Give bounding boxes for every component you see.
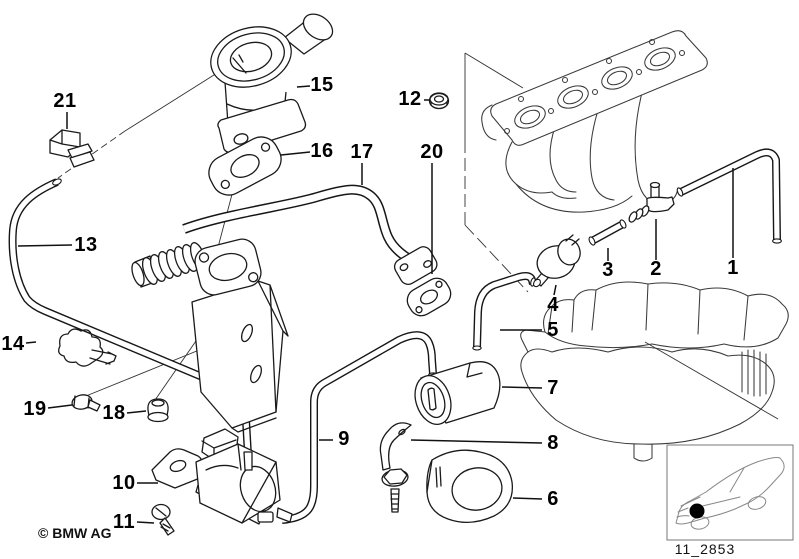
location-marker-dot [689, 503, 705, 519]
callout-10[interactable]: 10 [112, 472, 136, 494]
hose-13 [13, 178, 249, 472]
leader-line-18 [126, 410, 147, 414]
tube-3 [588, 219, 627, 246]
holder-ring-6 [426, 449, 514, 523]
callout-17[interactable]: 17 [350, 141, 374, 163]
callout-21[interactable]: 21 [53, 90, 77, 112]
valve-15 [210, 13, 334, 154]
leader-line-15 [296, 85, 311, 88]
leader-line-19 [47, 404, 73, 409]
leader-line-8 [410, 439, 543, 444]
bolt-19 [71, 394, 101, 412]
leader-line-14 [25, 341, 37, 344]
callout-5[interactable]: 5 [547, 319, 559, 341]
callout-20[interactable]: 20 [420, 141, 444, 163]
callout-12[interactable]: 12 [398, 88, 422, 110]
pipe-17-flange [393, 246, 438, 285]
callout-3[interactable]: 3 [602, 259, 614, 281]
hose-5 [472, 276, 536, 350]
leader-line-6 [512, 497, 543, 500]
leader-line-4 [553, 284, 557, 296]
t-connector-2 [628, 181, 675, 223]
callout-4[interactable]: 4 [547, 294, 559, 316]
filter-4 [533, 234, 581, 288]
callout-8[interactable]: 8 [547, 432, 559, 454]
exhaust-manifold-drawing [481, 30, 708, 213]
callout-15[interactable]: 15 [310, 74, 334, 96]
callout-9[interactable]: 9 [338, 428, 350, 450]
nut-12 [428, 92, 450, 110]
intake-manifold-drawing [520, 281, 789, 462]
callout-2[interactable]: 2 [650, 258, 662, 280]
leader-line-7 [501, 386, 543, 389]
egr-assembly [131, 238, 289, 433]
callout-13[interactable]: 13 [74, 234, 98, 256]
diagram-code: 11_2853 [674, 541, 736, 557]
copyright: © BMW AG [38, 525, 112, 541]
car-location-inset [666, 444, 794, 541]
clip-14 [58, 328, 117, 367]
callout-18[interactable]: 18 [102, 402, 126, 424]
hose-1 [676, 152, 782, 243]
leader-line-11 [136, 521, 155, 524]
callout-11[interactable]: 11 [112, 511, 136, 533]
callout-19[interactable]: 19 [23, 398, 47, 420]
callout-leader-lines [17, 85, 734, 524]
callout-1[interactable]: 1 [727, 257, 739, 279]
callout-6[interactable]: 6 [547, 488, 559, 510]
solenoid-valve-assembly [151, 428, 293, 536]
hose-9 [282, 335, 438, 520]
leader-line-16 [280, 151, 311, 156]
leader-line-13 [17, 244, 73, 247]
gasket-20 [406, 277, 452, 317]
callout-14[interactable]: 14 [1, 333, 25, 355]
grommet-18 [147, 398, 169, 423]
callout-7[interactable]: 7 [547, 377, 559, 399]
callout-16[interactable]: 16 [310, 140, 334, 162]
canister-7 [414, 361, 501, 425]
gasket-16 [208, 136, 282, 196]
bracket-8 [379, 422, 412, 513]
clip-21 [49, 129, 95, 168]
